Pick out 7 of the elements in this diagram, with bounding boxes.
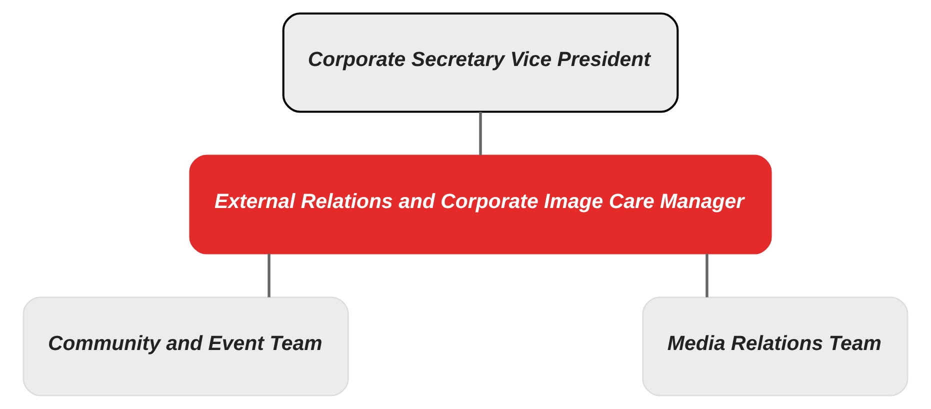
- connector: [706, 254, 708, 298]
- connector: [268, 254, 270, 298]
- connector: [479, 112, 482, 156]
- node-box: Community and Event Team: [22, 296, 349, 396]
- node-box: Corporate Secretary Vice President: [282, 12, 679, 113]
- node-box: External Relations and Corporate Image Care Manager: [189, 154, 772, 254]
- node-box: Media Relations Team: [642, 296, 908, 396]
